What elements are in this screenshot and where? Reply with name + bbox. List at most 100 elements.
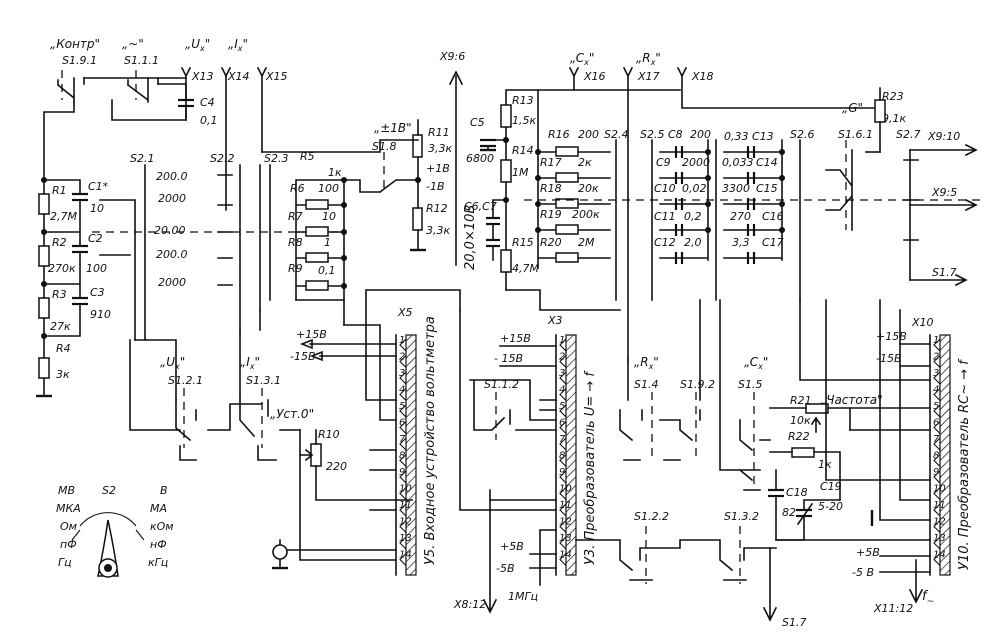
x5-pin-14: 14 bbox=[399, 550, 412, 561]
label-s161: S1.6.1 bbox=[838, 128, 873, 141]
label-c12: C12 bbox=[654, 236, 676, 249]
value-r1: 2,7М bbox=[50, 210, 77, 223]
label-c1: C1* bbox=[88, 180, 109, 193]
x10-pin-mark-14 bbox=[933, 553, 941, 566]
x3-pin-mark-10 bbox=[559, 487, 567, 500]
label-r18: R18 bbox=[540, 182, 562, 195]
label-r17: R17 bbox=[540, 156, 562, 169]
label-c17: C17 bbox=[762, 236, 784, 249]
x5-pin-1: 1 bbox=[399, 335, 405, 346]
x10-pin-11: 11 bbox=[933, 500, 946, 511]
calibration-switch: „±1В" S1.8 R11 3,3к +1В -1В R12 3,3к bbox=[261, 119, 452, 252]
label-g: „G" bbox=[842, 101, 863, 115]
test-point bbox=[272, 544, 288, 560]
label-p5b: +5В bbox=[856, 546, 880, 559]
label-ix: „Ix" bbox=[228, 37, 248, 53]
range-switch-s2: S2.1 S2.2 S2.3 200.0 2000 20.00 200.0 20… bbox=[92, 152, 340, 401]
x3-pin-2: 2 bbox=[559, 352, 565, 363]
legend-left-2: Ом bbox=[60, 520, 77, 533]
x10-pin-14: 14 bbox=[933, 550, 946, 561]
x5-pin-mark-9 bbox=[399, 470, 407, 484]
x3-pin-mark-4 bbox=[559, 388, 567, 401]
label-c3: C3 bbox=[90, 286, 105, 299]
x5-pin-mark-7 bbox=[399, 437, 407, 451]
x5-pin-9: 9 bbox=[399, 467, 405, 478]
value-r22: 1к bbox=[818, 458, 832, 471]
label-s22: S2.2 bbox=[210, 152, 234, 165]
value-c16: 270 bbox=[730, 210, 751, 223]
label-r4: R4 bbox=[56, 342, 71, 355]
label-s112: S1.1.2 bbox=[484, 378, 519, 391]
label-c5: C5 bbox=[470, 116, 485, 129]
x5-pin-10: 10 bbox=[399, 484, 412, 495]
value-r18: 20к bbox=[578, 182, 599, 195]
value-r23: 9,1к bbox=[882, 112, 906, 125]
x3-pin-1: 1 bbox=[559, 335, 565, 346]
label-s122: S1.2.2 bbox=[634, 510, 669, 523]
x10-pin-6: 6 bbox=[933, 418, 939, 429]
module-u3: У3. Преобразователь U= → f bbox=[583, 370, 598, 565]
value-r16: 200 bbox=[578, 128, 599, 141]
label-c14: C14 bbox=[756, 156, 778, 169]
label-c8: C8 bbox=[668, 128, 683, 141]
x3-pin-mark-8 bbox=[559, 454, 567, 467]
x3-pin-mark-3 bbox=[559, 371, 567, 385]
x3-pin-14: 14 bbox=[559, 550, 572, 561]
label-r15: R15 bbox=[512, 236, 534, 249]
output-switches: S1.2.2 S1.3.2 S1.7 bbox=[575, 510, 806, 629]
rx-range-resistors: R16 200 R17 2к R18 20к R19 200к R20 2М S… bbox=[524, 89, 980, 301]
x3-pin-12: 12 bbox=[559, 517, 572, 528]
value-c15: 3300 bbox=[722, 182, 750, 195]
value-r6: 100 bbox=[318, 182, 339, 195]
x5-pin-mark-8 bbox=[399, 454, 407, 467]
value-r20: 2М bbox=[578, 236, 595, 249]
label-s131: S1.3.1 bbox=[246, 374, 281, 387]
x5-pin-mark-3 bbox=[399, 371, 407, 385]
value-c67: 20,0×10В bbox=[463, 205, 478, 270]
label-s132: S1.3.2 bbox=[724, 510, 759, 523]
value-c17: 3,3 bbox=[732, 236, 750, 249]
label-s111: S1.1.1 bbox=[124, 54, 159, 67]
label-r1: R1 bbox=[52, 184, 67, 197]
x10-pin-5: 5 bbox=[933, 401, 939, 412]
label-s21: S2.1 bbox=[130, 152, 154, 165]
x5-pin-8: 8 bbox=[399, 451, 405, 462]
x3-pin-mark-7 bbox=[559, 437, 567, 451]
label-c67: C6,C7 bbox=[464, 200, 497, 213]
label-r12: R12 bbox=[426, 202, 448, 215]
x5-pin-7: 7 bbox=[399, 434, 406, 445]
range-5: 2000 bbox=[158, 276, 186, 289]
value-c9: 2000 bbox=[682, 156, 710, 169]
label-m15a: -15В bbox=[290, 350, 316, 363]
x5-pin-mark-2 bbox=[399, 355, 407, 368]
label-pm1: „±1В" bbox=[374, 121, 412, 135]
label-p15c: +15В bbox=[876, 330, 907, 343]
value-r2: 270к bbox=[48, 262, 76, 275]
label-p15a: +15В bbox=[296, 328, 327, 341]
value-c4: 0,1 bbox=[200, 114, 218, 127]
label-ux: „Ux" bbox=[185, 37, 210, 53]
label-rx: „Rx" bbox=[636, 51, 661, 67]
x3-pin-mark-5 bbox=[559, 404, 567, 418]
value-r15: 4,7М bbox=[512, 262, 539, 275]
x10-pin-mark-10 bbox=[933, 487, 941, 500]
label-c13: C13 bbox=[752, 130, 774, 143]
label-rx2: „Rx" bbox=[634, 355, 659, 371]
x10-pin-9: 9 bbox=[933, 467, 939, 478]
input-divider: R1 2,7М R2 270к R3 27к R4 3к C1* 10 C2 1… bbox=[36, 177, 111, 398]
module-u10: У10. Преобразователь RC~ → f bbox=[957, 358, 972, 570]
value-c13: 0,33 bbox=[724, 130, 749, 143]
x3-pin-7: 7 bbox=[559, 434, 566, 445]
value-c5: 6800 bbox=[466, 152, 494, 165]
value-c3: 910 bbox=[90, 308, 111, 321]
label-m5b: -5 В bbox=[852, 566, 874, 579]
range-4: 200.0 bbox=[156, 248, 188, 261]
x10-pin-13: 13 bbox=[933, 533, 946, 544]
x10-pin-mark-5 bbox=[933, 404, 941, 418]
value-c1: 10 bbox=[90, 202, 104, 215]
cx-range-capacitors-b: 0,33 C13 0,033 C14 3300 C15 270 C16 3,3 … bbox=[715, 128, 814, 301]
value-c2: 100 bbox=[86, 262, 107, 275]
value-r17: 2к bbox=[578, 156, 592, 169]
input-switch-group: „Контр" „~" „Ux" „Ix" S1.9.1 S1.1.1 X13 … bbox=[43, 37, 288, 211]
x5-pin-mark-14 bbox=[399, 553, 407, 566]
